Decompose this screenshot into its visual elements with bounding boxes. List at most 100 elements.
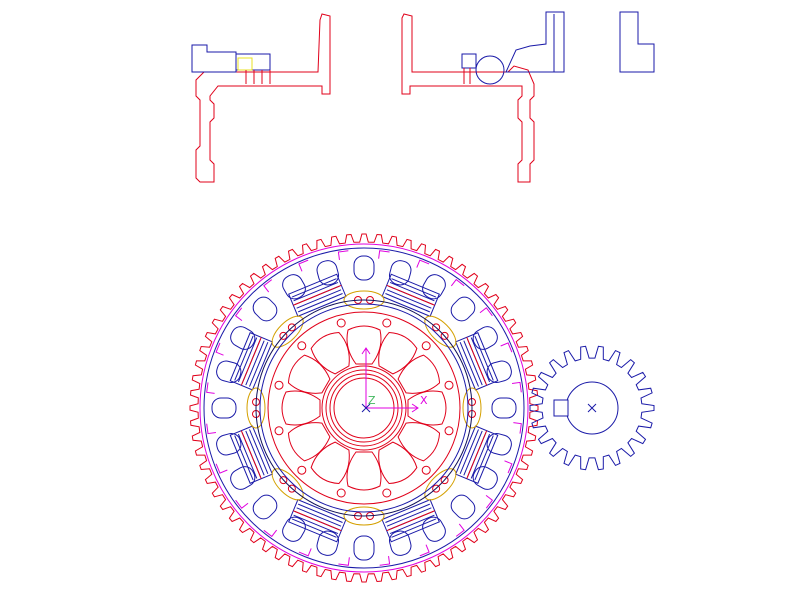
cage-window-roller <box>234 335 254 381</box>
cage-window-roller <box>385 503 430 523</box>
bolt-hole <box>297 465 307 475</box>
outer-slot <box>450 494 476 520</box>
lug-outline <box>343 290 385 310</box>
cage-window <box>288 499 347 543</box>
outer-slot <box>422 274 446 300</box>
hub-spoke-outline <box>378 331 418 375</box>
outer-slot-outline <box>211 397 237 419</box>
cage-window-roller <box>293 281 339 302</box>
cage-window-roller <box>249 342 269 387</box>
cage-window-roller <box>470 337 491 383</box>
outer-slot <box>388 530 412 556</box>
hub-spoke-outline <box>346 451 382 491</box>
hub-spoke <box>378 441 418 485</box>
bolt-hole <box>274 380 284 390</box>
hub-outer-circle <box>267 311 461 505</box>
cage-window-roller <box>386 289 432 309</box>
clip <box>215 463 228 474</box>
bolt-hole <box>444 426 454 436</box>
cage-window-roller <box>296 507 342 527</box>
outer-slot-outline <box>316 260 340 286</box>
pinion-keyway <box>553 399 569 417</box>
bolt-hole <box>444 380 454 390</box>
outer-slot <box>216 360 242 384</box>
outer-slot-outline <box>252 494 278 520</box>
bolt-hole <box>421 341 431 351</box>
outer-slot-outline <box>230 466 256 490</box>
clip-outline <box>235 499 249 509</box>
clip <box>338 557 350 566</box>
clip <box>500 342 513 353</box>
ucs-x-arrow <box>411 403 419 413</box>
lug-outline <box>271 315 304 348</box>
clip-outline <box>379 555 391 566</box>
outer-slot-outline <box>230 326 256 350</box>
cage-window-centerline <box>386 284 435 306</box>
clip <box>215 342 224 356</box>
ring-gear-assembly[interactable] <box>189 233 539 583</box>
clip-outline <box>338 557 350 566</box>
clip-outline <box>485 494 494 509</box>
cage-window <box>381 273 440 317</box>
hub-spoke <box>346 325 382 365</box>
hub-spoke <box>397 354 441 394</box>
cage-window <box>455 425 499 484</box>
right-section-view[interactable] <box>401 11 565 183</box>
outer-slot <box>472 466 498 490</box>
clip-outline <box>504 460 513 474</box>
hub-spoke-outline <box>281 390 321 426</box>
outer-slot-outline <box>472 326 498 350</box>
cage-window <box>229 332 273 391</box>
cage-window-centerline <box>466 430 488 479</box>
right-section-bracket <box>505 11 565 73</box>
clip-outline <box>215 342 224 356</box>
hub-spoke <box>310 331 350 375</box>
ucs-z-label: Z <box>368 394 376 407</box>
outer-slot <box>230 326 256 350</box>
bolt-hole <box>274 426 284 436</box>
clip <box>298 259 309 272</box>
cage-window <box>288 273 347 317</box>
hub-spoke <box>310 441 350 485</box>
pinion-center-mark <box>587 403 597 413</box>
cage-window-roller <box>245 430 265 476</box>
clip <box>504 460 513 474</box>
cage-window-roller <box>298 503 343 523</box>
outer-slot <box>491 397 517 419</box>
outer-slot-outline <box>388 260 412 286</box>
cage-window-roller <box>296 289 342 309</box>
outer-slot-outline <box>422 516 446 542</box>
cage-window-roller <box>291 278 337 298</box>
side-bracket-view[interactable] <box>619 11 655 73</box>
clip-outline <box>479 307 493 317</box>
hub-spoke-outline <box>287 354 331 394</box>
outer-slot <box>316 530 340 556</box>
outer-slot-outline <box>388 530 412 556</box>
clip-outline <box>500 342 513 353</box>
cage-window-roller <box>234 435 254 481</box>
clip-outline <box>450 278 465 287</box>
clip <box>206 423 217 435</box>
hub-spoke-outline <box>378 441 418 485</box>
outer-slot <box>388 260 412 286</box>
hub-spoke <box>287 422 331 462</box>
outer-slot-outline <box>252 296 278 322</box>
outer-slot-outline <box>486 360 512 384</box>
clip-outline <box>263 279 273 293</box>
outer-slot-outline <box>486 432 512 456</box>
bolt-hole <box>421 465 431 475</box>
outer-slot <box>422 516 446 542</box>
pinion-gear[interactable] <box>529 345 655 471</box>
hub-spoke-outline <box>346 325 382 365</box>
left-section-view[interactable] <box>191 13 331 183</box>
cage-window-centerline <box>386 510 435 532</box>
cage-window-roller <box>459 342 479 387</box>
lug-outline <box>246 387 266 429</box>
cage-window-centerline <box>293 510 342 532</box>
outer-slot <box>450 296 476 322</box>
lug-outline <box>424 468 457 501</box>
cage-window <box>229 425 273 484</box>
outer-slot <box>353 255 375 281</box>
cage-window-roller <box>389 514 435 535</box>
